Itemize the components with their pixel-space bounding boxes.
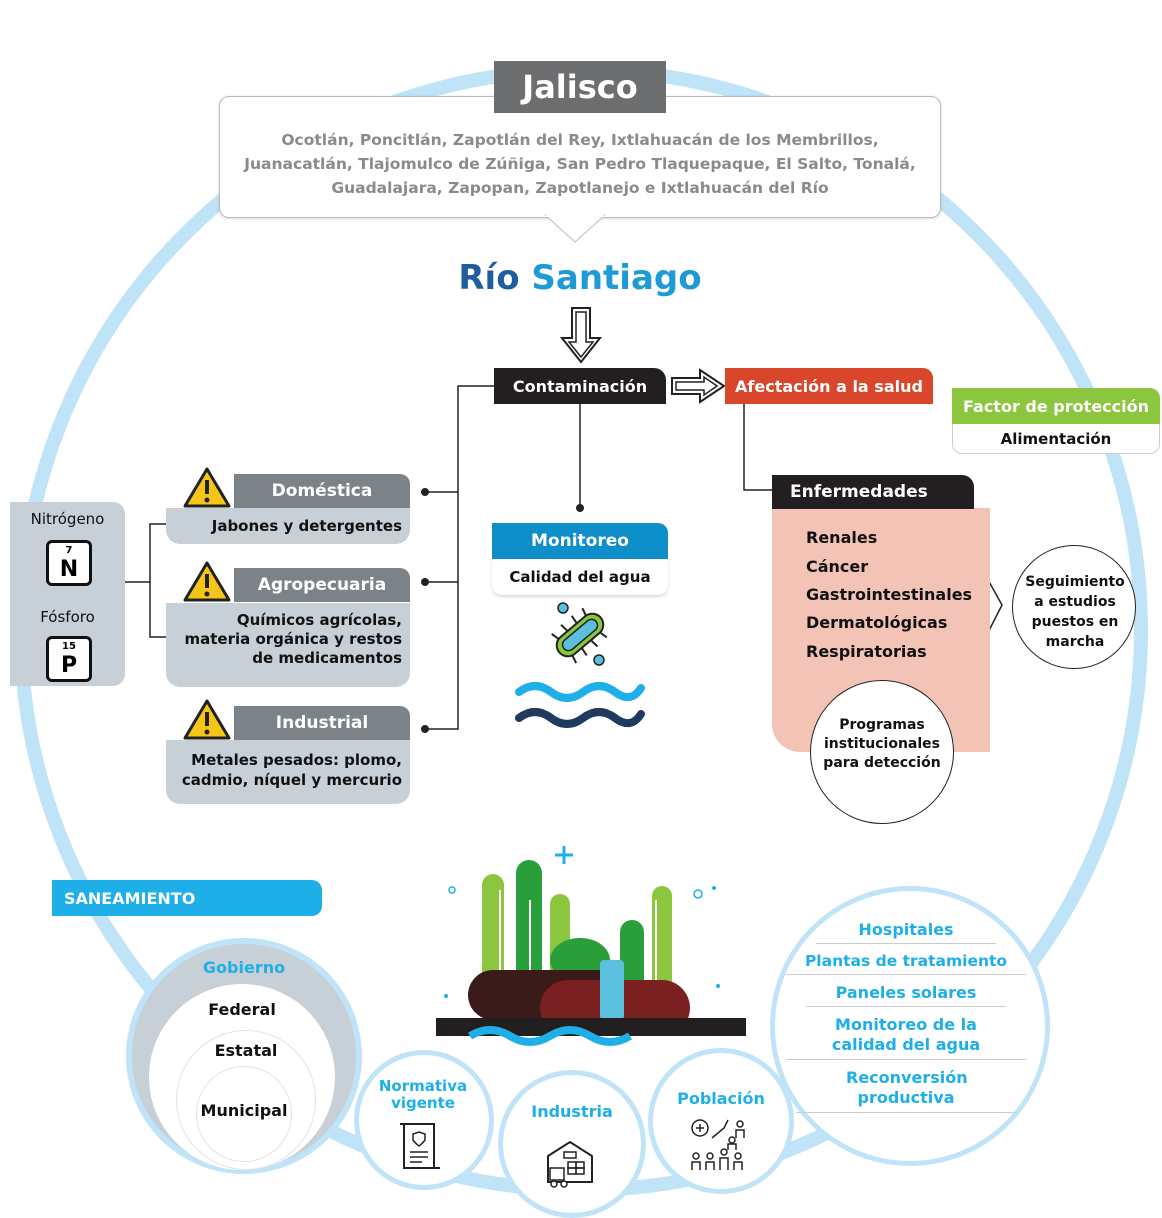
factor-body: Alimentación <box>952 424 1160 454</box>
poblacion-circle <box>648 1048 794 1194</box>
disease-gastro: Gastrointestinales <box>806 585 973 604</box>
afectacion-label: Afectación a la salud <box>725 368 933 404</box>
landscape-illustration <box>436 846 746 1046</box>
document-icon <box>400 1123 440 1169</box>
programas-text: Programas institucionales para detección <box>823 717 941 771</box>
callout-pointer <box>545 214 605 243</box>
gobierno-estatal: Estatal <box>214 1041 278 1060</box>
nitrogen-symbol: N <box>59 557 79 582</box>
acciones-circle <box>770 886 1050 1166</box>
industria-label: Industria <box>531 1102 613 1121</box>
accion-paneles: Paneles solares <box>806 983 1006 1007</box>
nitrogen-tile: 7 N <box>46 540 92 586</box>
accion-monitoreo: Monitoreo de la calidad del agua <box>786 1015 1026 1060</box>
gobierno-label: Gobierno <box>202 958 286 977</box>
down-arrow-icon <box>560 307 602 364</box>
accion-plantas: Plantas de tratamiento <box>786 952 1026 975</box>
river-title-a: Río <box>458 258 520 298</box>
municipalities-text: Ocotlán, Poncitlán, Zapotlán del Rey, Ix… <box>244 131 916 197</box>
accion-reconversion: Reconversión productiva <box>796 1068 1016 1113</box>
seguimiento-circle <box>1012 545 1136 669</box>
enfermedades-title: Enfermedades <box>772 475 974 509</box>
disease-dermato: Dermatológicas <box>806 613 948 632</box>
gobierno-municipal: Municipal <box>200 1101 288 1120</box>
warning-icon <box>183 467 231 508</box>
nitrogen-number: 7 <box>65 545 73 556</box>
accion-hospitales: Hospitales <box>816 920 996 944</box>
source-domestica-title: Doméstica <box>234 474 410 508</box>
disease-respiratorias: Respiratorias <box>806 642 927 661</box>
people-icon <box>691 1119 745 1170</box>
phosphorus-number: 15 <box>62 641 76 652</box>
right-arrow-icon <box>671 368 726 404</box>
source-agropecuaria-title: Agropecuaria <box>234 568 410 602</box>
factory-icon <box>547 1140 593 1188</box>
normativa-label: Normativa vigente <box>378 1077 468 1112</box>
source-industrial-title: Industrial <box>234 706 410 740</box>
phosphorus-tile: 15 P <box>46 636 92 682</box>
bacteria-icon <box>551 602 608 666</box>
river-title-b: Santiago <box>531 258 702 298</box>
seguimiento-text: Seguimiento a estudios puestos en marcha <box>1025 574 1125 650</box>
source-agropecuaria-body: Químicos agrícolas, materia orgánica y r… <box>166 603 410 687</box>
monitoreo-body: Calidad del agua <box>492 559 668 595</box>
warning-icon <box>183 699 231 740</box>
warning-icon <box>183 561 231 602</box>
disease-cancer: Cáncer <box>806 557 869 576</box>
nitrogen-label: Nitrógeno <box>30 510 105 528</box>
gobierno-municipal-circle <box>196 1066 292 1162</box>
gobierno-federal: Federal <box>208 1000 276 1019</box>
phosphorus-symbol: P <box>60 653 78 678</box>
water-waves-icon <box>515 682 645 728</box>
acciones-list: Hospitales Plantas de tratamiento Panele… <box>786 920 1026 1113</box>
source-domestica-body: Jabones y detergentes <box>166 508 410 544</box>
disease-renales: Renales <box>806 528 878 547</box>
monitoreo-title: Monitoreo <box>492 523 668 559</box>
saneamiento-title: SANEAMIENTO <box>52 880 322 916</box>
contaminacion-label: Contaminación <box>494 368 666 404</box>
river-title: Río Santiago <box>380 258 780 298</box>
programas-circle <box>810 680 954 824</box>
poblacion-label: Población <box>677 1089 765 1108</box>
phosphorus-label: Fósforo <box>40 608 95 626</box>
source-industrial-body: Metales pesados: plomo, cadmio, níquel y… <box>166 740 410 804</box>
factor-title: Factor de protección <box>952 388 1160 424</box>
jalisco-title: Jalisco <box>494 61 666 113</box>
